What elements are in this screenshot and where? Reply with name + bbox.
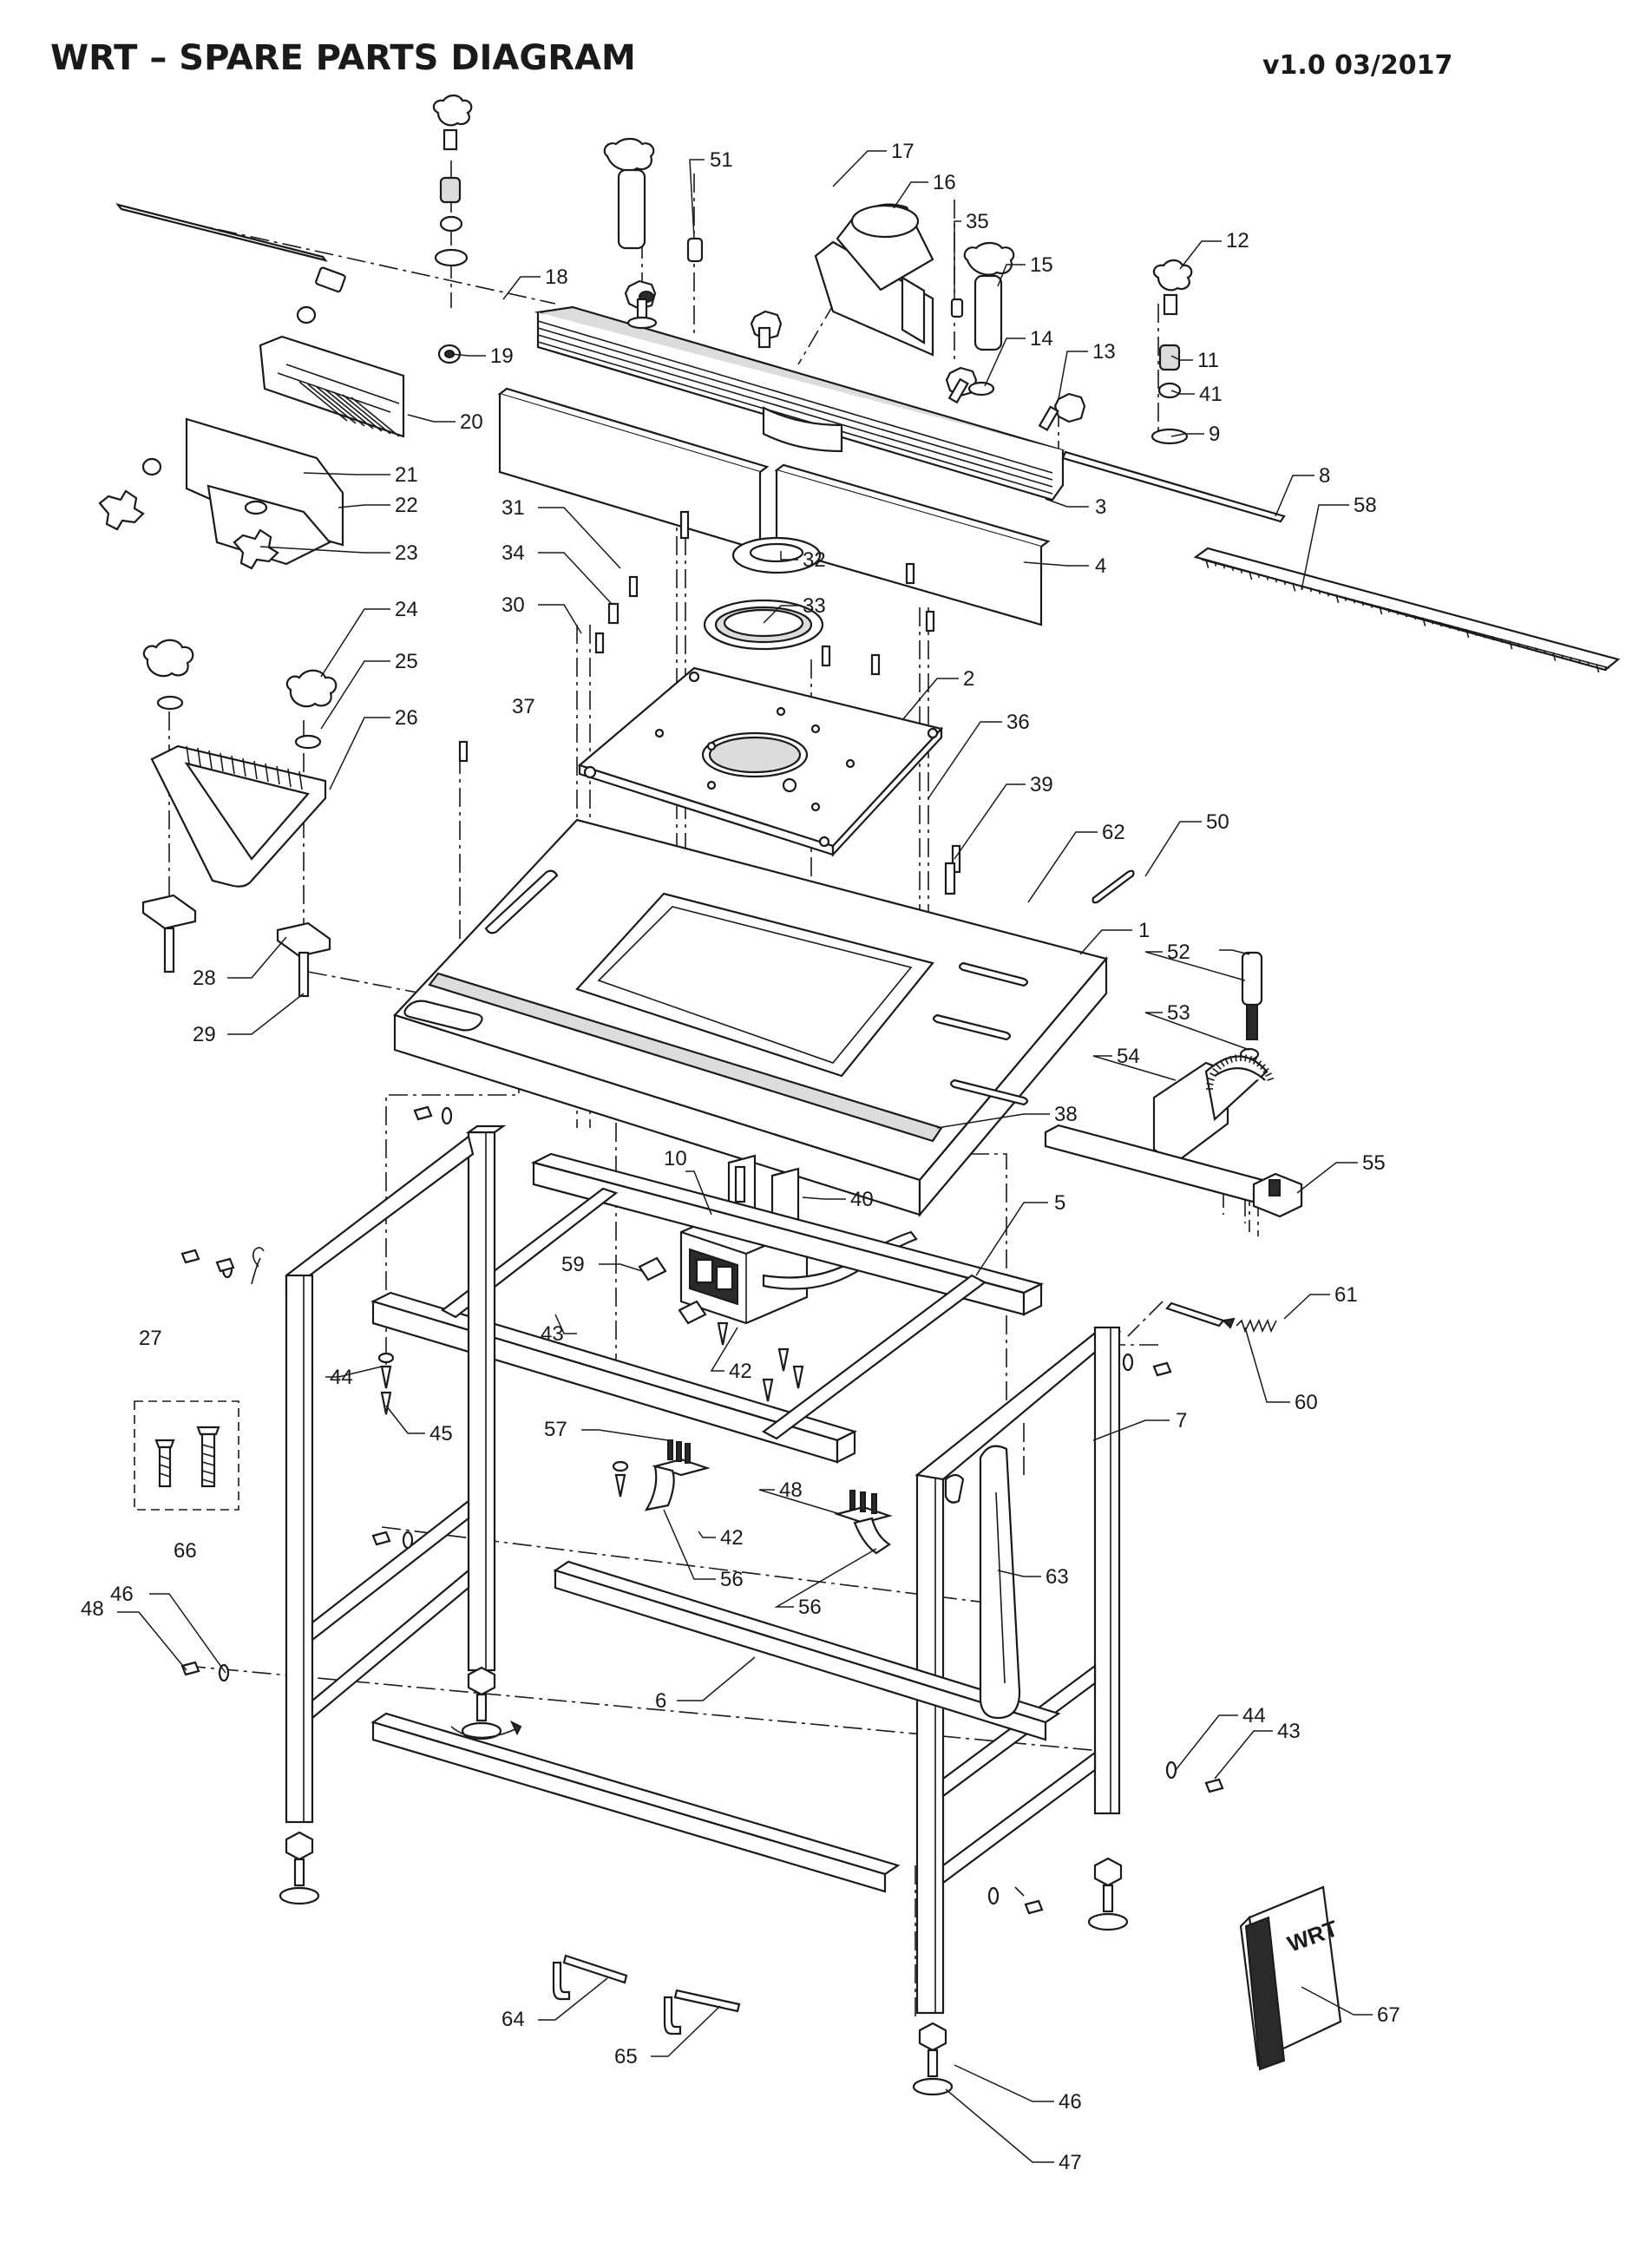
callout-19: 19 (490, 344, 514, 368)
callout-26: 26 (395, 706, 418, 730)
callout-61: 61 (1334, 1283, 1358, 1307)
instruction-manual: WRT (1239, 1885, 1342, 2071)
callout-16: 16 (933, 171, 956, 194)
insert-plate-assembly (458, 510, 961, 874)
callout-43b: 43 (1277, 1720, 1301, 1743)
callout-27: 27 (139, 1327, 162, 1350)
callout-65: 65 (614, 2045, 638, 2068)
callout-38: 38 (1054, 1103, 1078, 1126)
callout-33: 33 (803, 594, 826, 618)
callout-12: 12 (1226, 229, 1249, 252)
callout-36: 36 (1006, 711, 1030, 734)
callout-20: 20 (460, 410, 483, 434)
callout-28: 28 (193, 967, 216, 990)
stand-frame (279, 1124, 1129, 2096)
callout-13: 13 (1092, 340, 1116, 364)
callout-5: 5 (1054, 1191, 1065, 1215)
ruler (1193, 547, 1621, 673)
callout-35: 35 (966, 210, 989, 233)
fasteners (180, 1105, 1277, 1915)
version-date: v1.0 03/2017 (1262, 50, 1453, 81)
callout-25: 25 (395, 650, 418, 673)
callout-46a: 46 (110, 1583, 134, 1606)
callout-60: 60 (1295, 1391, 1318, 1414)
callout-23: 23 (395, 541, 418, 565)
table-top (393, 818, 1135, 1218)
callout-48a: 48 (81, 1597, 104, 1621)
callout-58: 58 (1354, 494, 1377, 517)
callout-63: 63 (1046, 1565, 1069, 1589)
callout-54: 54 (1117, 1045, 1140, 1068)
callout-32: 32 (803, 548, 826, 572)
callout-42b: 42 (720, 1526, 744, 1550)
callout-3: 3 (1095, 495, 1106, 519)
callout-56b: 56 (798, 1596, 822, 1619)
callout-45: 45 (429, 1422, 453, 1446)
screw-kit-box (134, 1400, 239, 1511)
callout-57: 57 (544, 1418, 567, 1441)
callout-66: 66 (174, 1539, 197, 1563)
callout-34: 34 (502, 541, 525, 565)
callout-44a: 44 (330, 1366, 353, 1389)
callout-9: 9 (1209, 423, 1220, 446)
callout-15: 15 (1030, 253, 1053, 277)
callout-1: 1 (1138, 919, 1150, 942)
callout-48b: 48 (779, 1478, 803, 1502)
assembly-guide-lines (121, 161, 1259, 2022)
callout-64: 64 (502, 2008, 525, 2031)
fence-assembly (98, 94, 1286, 626)
callout-30: 30 (502, 593, 525, 617)
allen-keys (552, 1954, 741, 2036)
featherboard-assembly (141, 639, 338, 998)
callout-24: 24 (395, 598, 418, 621)
callout-6: 6 (655, 1689, 666, 1713)
callout-40: 40 (850, 1188, 874, 1211)
callout-8: 8 (1319, 464, 1330, 488)
callout-37: 37 (512, 695, 535, 718)
callout-50: 50 (1206, 810, 1229, 834)
callout-52: 52 (1167, 941, 1190, 964)
callout-46b: 46 (1059, 2090, 1082, 2114)
callout-22: 22 (395, 494, 418, 517)
callout-55: 55 (1362, 1151, 1386, 1175)
callout-53: 53 (1167, 1001, 1190, 1025)
callout-2: 2 (963, 667, 974, 691)
callout-51: 51 (710, 148, 733, 172)
callout-4: 4 (1095, 554, 1106, 578)
diagram-title: WRT – SPARE PARTS DIAGRAM (50, 38, 636, 78)
callout-labels: 1 2 3 4 5 6 7 8 9 10 11 12 13 14 15 16 1… (81, 140, 1400, 2174)
callout-10: 10 (664, 1147, 687, 1170)
callout-11: 11 (1197, 349, 1219, 372)
callout-56a: 56 (720, 1568, 744, 1591)
mitre-gauge (1044, 951, 1303, 1218)
callout-67: 67 (1377, 2003, 1400, 2027)
callout-47: 47 (1059, 2151, 1082, 2174)
callout-14: 14 (1030, 327, 1053, 351)
callout-31: 31 (502, 496, 525, 520)
callout-17: 17 (891, 140, 914, 163)
callout-39: 39 (1030, 773, 1053, 796)
callout-41: 41 (1199, 383, 1223, 406)
callout-59: 59 (561, 1253, 585, 1276)
callout-7: 7 (1176, 1409, 1187, 1432)
callout-44b: 44 (1242, 1704, 1266, 1727)
callout-43a: 43 (541, 1322, 564, 1346)
callout-42a: 42 (729, 1360, 752, 1383)
leader-lines (117, 150, 1373, 2163)
callout-29: 29 (193, 1023, 216, 1046)
callout-18: 18 (545, 266, 568, 289)
callout-21: 21 (395, 463, 418, 487)
callout-62: 62 (1102, 821, 1125, 844)
